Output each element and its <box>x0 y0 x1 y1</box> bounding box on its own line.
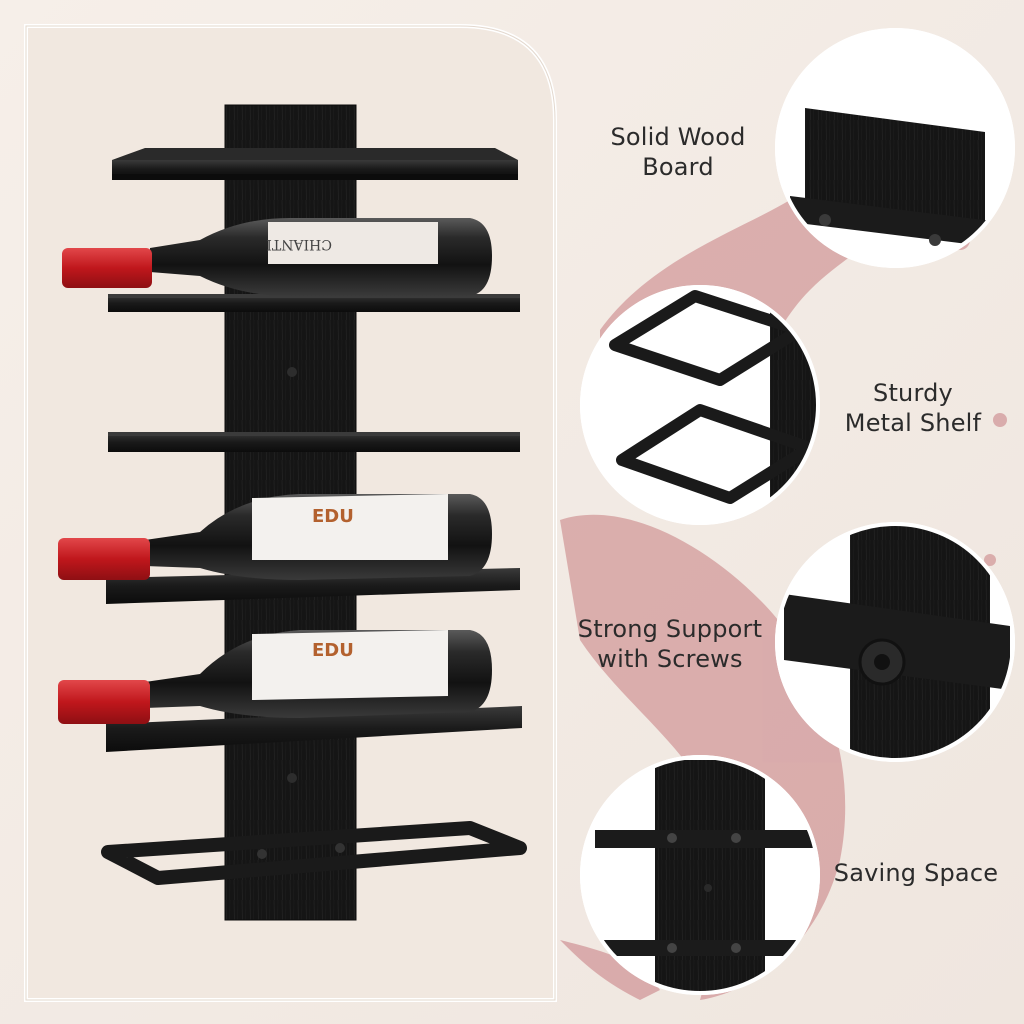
feature-label-line: Board <box>642 153 714 181</box>
wine-bottle-3: EDU <box>58 630 492 724</box>
feature-label-wood: Solid Wood Board <box>593 122 763 182</box>
bottle-3-label: EDU <box>312 640 354 661</box>
shelf-2 <box>108 294 520 312</box>
feature-label-line: Strong Support <box>577 615 763 643</box>
feature-label-line: Sturdy <box>873 379 953 407</box>
detail-wood-board <box>775 28 1015 268</box>
bottle-1-label: CHIANTI <box>266 236 332 252</box>
shelf-3 <box>108 432 520 452</box>
wine-bottle-1: CHIANTI <box>62 218 492 296</box>
feature-label-line: Solid Wood <box>610 123 746 151</box>
feature-label-shelf: Sturdy Metal Shelf <box>828 378 998 438</box>
detail-saving-space <box>580 755 820 995</box>
feature-label-line: Metal Shelf <box>844 409 982 437</box>
bottle-2-label: EDU <box>312 506 354 527</box>
feature-label-line: with Screws <box>597 645 743 673</box>
shelf-5 <box>106 706 522 752</box>
shelf-1 <box>112 148 518 180</box>
shelf-6 <box>101 821 527 885</box>
detail-metal-shelf <box>580 285 820 525</box>
feature-label-line: Saving Space <box>833 859 999 887</box>
wine-bottle-2: EDU <box>58 494 492 580</box>
feature-label-space: Saving Space <box>818 858 1014 888</box>
feature-label-screws: Strong Support with Screws <box>562 614 778 674</box>
wine-rack: CHIANTI EDU EDU <box>58 104 527 921</box>
detail-screws <box>775 522 1015 762</box>
